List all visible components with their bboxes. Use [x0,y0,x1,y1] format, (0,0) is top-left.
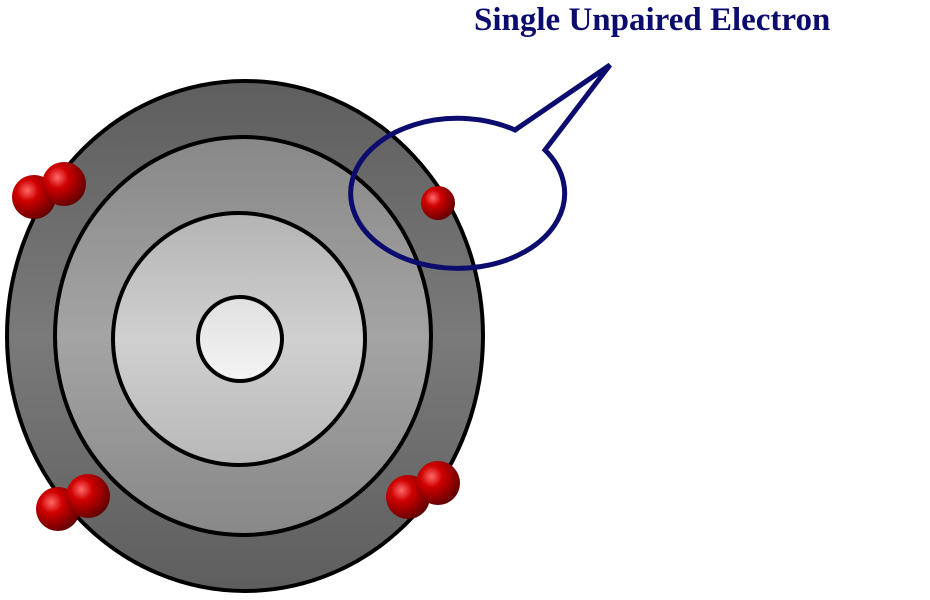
nucleus [196,295,284,383]
electron-pair-top-left [12,162,86,219]
callout-bubble [348,62,612,271]
electron [416,461,460,505]
callout-label: Single Unpaired Electron [474,2,831,38]
electron-pair-bottom-left [36,474,110,531]
electron [66,474,110,518]
electron-pair-bottom-right [386,461,460,519]
electron [42,162,86,206]
unpaired-electron [421,186,455,220]
